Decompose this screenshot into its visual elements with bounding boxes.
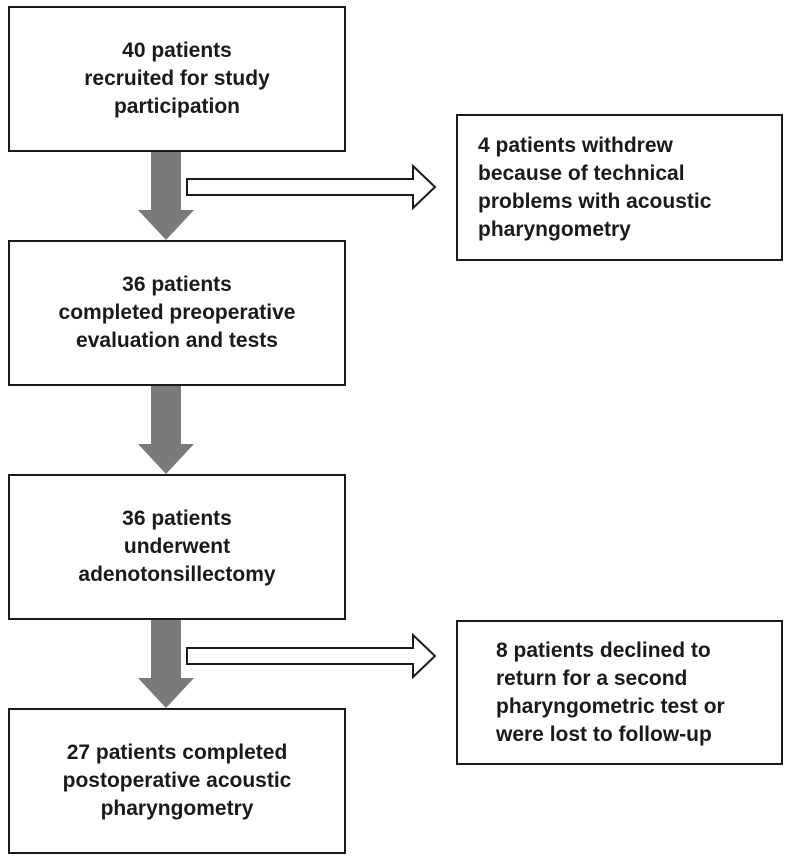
recruited-line-1: 40 patients bbox=[122, 39, 232, 62]
surgery-line-2: underwent bbox=[123, 535, 231, 558]
postop-line-1: 27 patients completed bbox=[66, 741, 288, 764]
down-arrow-3 bbox=[138, 620, 194, 708]
preop-line-2: completed preoperative bbox=[58, 301, 296, 324]
down-arrow-1 bbox=[138, 152, 194, 240]
withdrew-line-1: 4 patients withdrew bbox=[478, 133, 673, 157]
preop-line-3: evaluation and tests bbox=[76, 329, 278, 352]
surgery-line-3: adenotonsillectomy bbox=[78, 563, 276, 586]
withdrew-line-3: problems with acoustic bbox=[478, 189, 712, 213]
preop-line-1: 36 patients bbox=[122, 273, 232, 296]
withdrew-line-4: pharyngometry bbox=[478, 217, 631, 241]
declined-line-3: pharyngometric test or bbox=[496, 694, 725, 718]
withdrew-box: 4 patients withdrew because of technical… bbox=[456, 114, 783, 261]
surgery-box: 36 patients underwent adenotonsillectomy bbox=[8, 474, 346, 620]
declined-line-2: return for a second bbox=[496, 666, 688, 690]
declined-line-4: were lost to follow-up bbox=[496, 722, 712, 746]
surgery-line-1: 36 patients bbox=[122, 507, 232, 530]
postop-line-3: pharyngometry bbox=[100, 797, 254, 820]
withdrew-line-2: because of technical bbox=[478, 161, 685, 185]
recruited-line-2: recruited for study bbox=[84, 67, 270, 90]
recruited-box: 40 patients recruited for study particip… bbox=[8, 6, 346, 152]
declined-line-1: 8 patients declined to bbox=[496, 638, 711, 662]
declined-box: 8 patients declined to return for a seco… bbox=[456, 620, 783, 765]
side-arrow-2 bbox=[186, 632, 437, 680]
postop-box: 27 patients completed postoperative acou… bbox=[8, 708, 346, 854]
postop-line-2: postoperative acoustic bbox=[62, 769, 292, 792]
preop-box: 36 patients completed preoperative evalu… bbox=[8, 240, 346, 386]
down-arrow-2 bbox=[138, 386, 194, 474]
side-arrow-1 bbox=[186, 163, 437, 211]
recruited-line-3: participation bbox=[113, 95, 240, 118]
